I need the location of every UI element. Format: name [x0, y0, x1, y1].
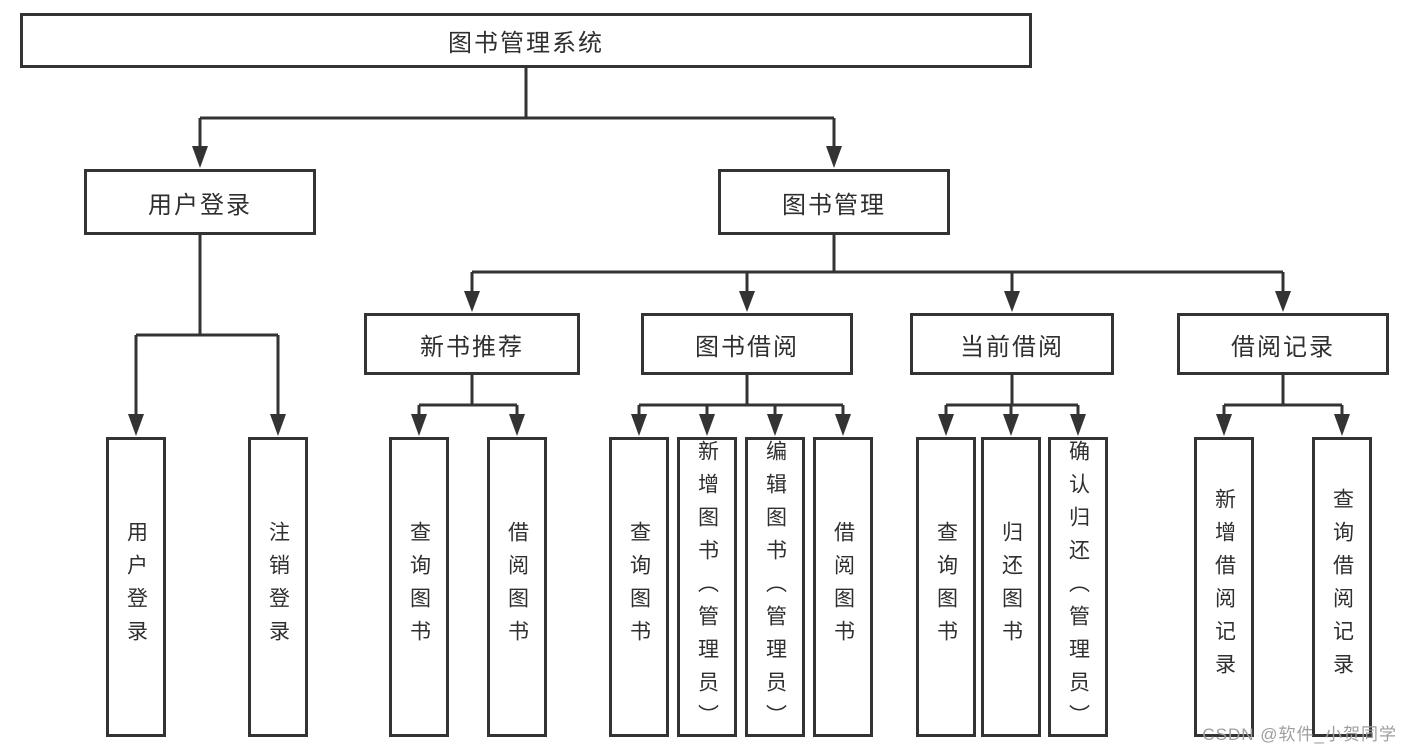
node-borrow-records: 借阅记录 — [1177, 313, 1389, 375]
node-label: 用户登录 — [148, 191, 252, 219]
node-label: 图书管理系统 — [448, 30, 604, 57]
node-label: 编辑图书（管理员） — [763, 440, 787, 737]
node-label: 查询借阅记录 — [1330, 488, 1354, 686]
csdn-watermark: CSDN @软件_小贺同学 — [1202, 725, 1397, 744]
leaf-add-book-admin: 新增图书（管理员） — [677, 437, 737, 737]
node-label: 图书管理 — [782, 191, 886, 219]
leaf-edit-book-admin: 编辑图书（管理员） — [745, 437, 805, 737]
node-label: 借阅图书 — [505, 521, 529, 653]
leaf-user-login: 用户登录 — [106, 437, 166, 737]
leaf-query-borrow-record: 查询借阅记录 — [1312, 437, 1372, 737]
node-book-borrow: 图书借阅 — [641, 313, 853, 375]
leaf-add-borrow-record: 新增借阅记录 — [1194, 437, 1254, 737]
node-label: 查询图书 — [627, 521, 651, 653]
node-label: 确认归还（管理员） — [1066, 440, 1090, 737]
leaf-query-books-borrow: 查询图书 — [609, 437, 669, 737]
leaf-borrow-books-recommend: 借阅图书 — [487, 437, 547, 737]
node-label: 查询图书 — [407, 521, 431, 653]
node-label: 注销登录 — [266, 521, 290, 653]
leaf-query-books-current: 查询图书 — [916, 437, 976, 737]
node-label: 当前借阅 — [960, 333, 1064, 361]
node-label: 用户登录 — [124, 521, 148, 653]
node-label: 查询图书 — [934, 521, 958, 653]
node-label: 借阅记录 — [1231, 333, 1335, 361]
leaf-borrow-books: 借阅图书 — [813, 437, 873, 737]
leaf-logout: 注销登录 — [248, 437, 308, 737]
node-root-library-management-system: 图书管理系统 — [20, 13, 1032, 68]
leaf-confirm-return-admin: 确认归还（管理员） — [1048, 437, 1108, 737]
node-new-book-recommend: 新书推荐 — [364, 313, 580, 375]
node-label: 归还图书 — [999, 521, 1023, 653]
node-current-borrow: 当前借阅 — [910, 313, 1114, 375]
node-user-login: 用户登录 — [84, 169, 316, 235]
node-label: 新书推荐 — [420, 333, 524, 361]
node-label: 新增借阅记录 — [1212, 488, 1236, 686]
node-label: 借阅图书 — [831, 521, 855, 653]
node-label: 新增图书（管理员） — [695, 440, 719, 737]
node-book-management: 图书管理 — [718, 169, 950, 235]
node-label: 图书借阅 — [695, 333, 799, 361]
leaf-return-book: 归还图书 — [981, 437, 1041, 737]
leaf-query-books-recommend: 查询图书 — [389, 437, 449, 737]
